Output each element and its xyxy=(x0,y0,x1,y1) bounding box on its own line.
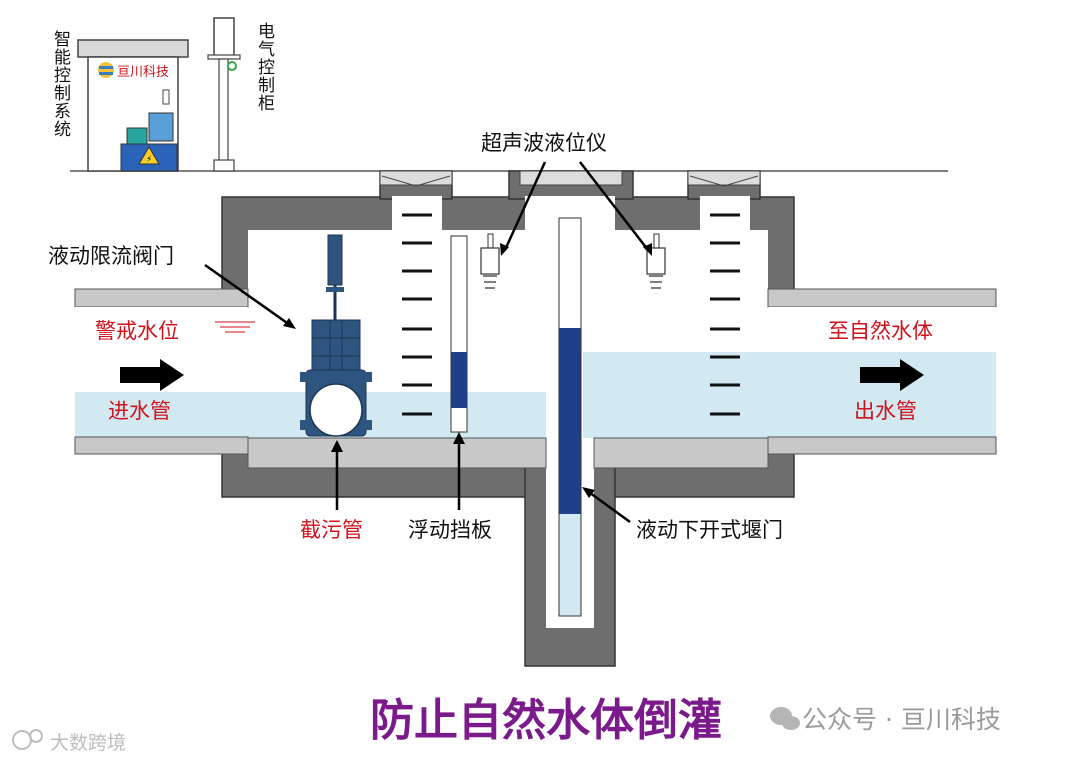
high-voltage-icon xyxy=(138,146,160,165)
brand-sign: 亘川科技 xyxy=(117,65,169,80)
floating-baffle-label: 浮动挡板 xyxy=(408,518,492,542)
wechat-icon xyxy=(770,707,800,730)
inflow-arrow-icon xyxy=(120,359,184,391)
brand-logo-icon xyxy=(98,62,114,78)
hydraulic-weir-gate xyxy=(558,217,582,617)
diagram-title: 防止自然水体倒灌 xyxy=(370,695,722,746)
warning-level-icon xyxy=(215,321,255,333)
watermark-right: 公众号 · 亘川科技 xyxy=(802,705,1001,734)
inlet-pipe-label: 进水管 xyxy=(108,399,171,423)
outlet-pipe-label: 出水管 xyxy=(854,399,917,423)
outflow-arrow-icon xyxy=(860,359,924,391)
electric-cabinet xyxy=(207,17,241,172)
warning-level-label: 警戒水位 xyxy=(95,319,179,343)
inlet-pipe xyxy=(74,288,249,455)
cable-icon xyxy=(227,61,237,71)
floating-baffle xyxy=(450,235,468,433)
sewage-pipe-label: 截污管 xyxy=(300,518,363,542)
ultrasonic-sensor-left-icon xyxy=(480,233,500,289)
leader-arrowheads xyxy=(283,243,652,498)
electric-cabinet-label: 电气控制柜 xyxy=(254,22,275,112)
watermark-left: 大数跨境 xyxy=(50,732,126,754)
motor-icon xyxy=(148,112,174,142)
to-natural-water-label: 至自然水体 xyxy=(828,319,933,343)
hydraulic-limit-valve-label: 液动限流阀门 xyxy=(48,244,174,268)
level-scale-left xyxy=(402,213,432,416)
leader-lines xyxy=(204,161,649,524)
control-house: 亘川科技 ⚡ xyxy=(77,39,189,172)
level-scale-right xyxy=(710,213,740,416)
svg-text:⚡: ⚡ xyxy=(146,155,152,165)
hydraulic-weir-gate-label: 液动下开式堰门 xyxy=(636,518,783,542)
smart-control-system-label: 智能控制系统 xyxy=(50,30,71,138)
ultrasonic-level-meter-label: 超声波液位仪 xyxy=(481,131,607,155)
hydraulic-limit-valve xyxy=(300,234,372,437)
watermark-logo-icon xyxy=(12,729,43,750)
